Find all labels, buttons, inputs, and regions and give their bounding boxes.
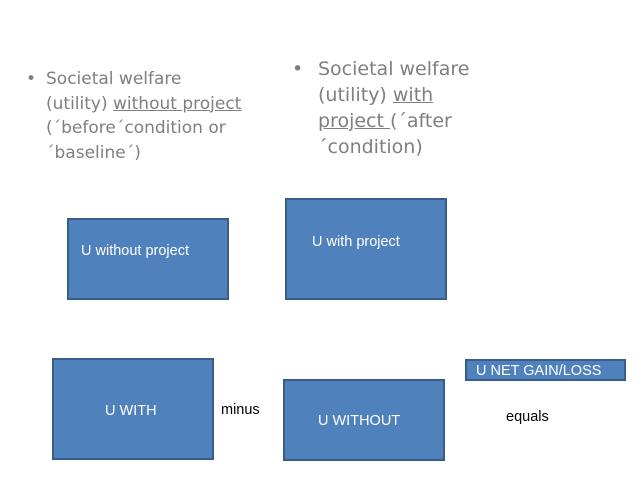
box-label: U NET GAIN/LOSS [476,363,602,379]
bullet-line: Societal welfare [318,58,470,80]
underlined-phrase: without project [113,93,242,114]
equals-operator-label: equals [506,409,549,425]
box-label: U WITH [105,403,157,419]
u-with-box: U WITH [52,358,214,460]
box-label: U without project [81,243,189,259]
bullet-item: • Societal welfare (utility) with projec… [292,56,492,160]
bullet-line: (´before´condition or [46,118,226,138]
underlined-phrase: project [318,110,390,132]
bullet-with-project: • Societal welfare (utility) with projec… [292,56,492,160]
bullet-marker: • [292,58,304,80]
u-with-project-box: U with project [285,198,447,300]
u-without-box: U WITHOUT [283,379,445,461]
bullet-marker: • [26,69,37,89]
bullet-line-prefix: (utility) [318,84,393,106]
bullet-item: • Societal welfare (utility) without pro… [26,67,276,165]
bullet-line: Societal welfare [46,69,182,89]
bullet-line: ´condition) [318,136,423,158]
bullet-line-prefix: (utility) [46,93,114,114]
minus-operator-label: minus [221,402,260,418]
u-net-gain-loss-box: U NET GAIN/LOSS [465,359,626,381]
bullet-without-project: • Societal welfare (utility) without pro… [26,67,276,165]
bullet-line: ´baseline´) [46,142,141,163]
bullet-line-suffix: (´after [389,110,452,132]
box-label: U WITHOUT [318,413,401,429]
underlined-phrase: with [392,84,434,106]
u-without-project-box: U without project [67,218,229,300]
box-label: U with project [312,234,400,250]
